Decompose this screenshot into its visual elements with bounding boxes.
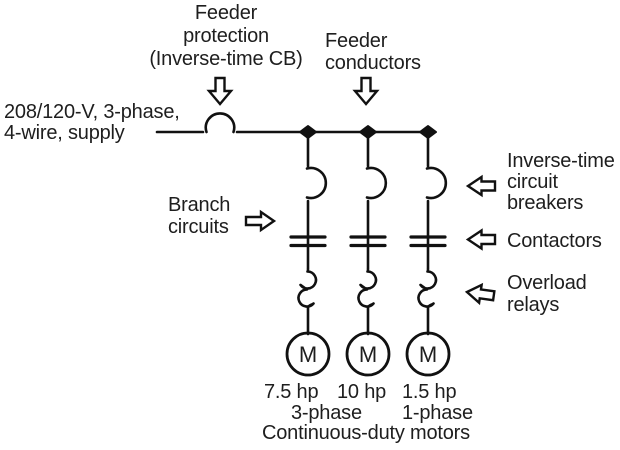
overload-line2: relays xyxy=(507,294,560,316)
breakers-line1: Inverse-time xyxy=(507,150,615,172)
breakers-line2: circuit xyxy=(507,171,558,193)
branch-2 xyxy=(345,132,391,377)
down-arrow-icon xyxy=(353,76,379,106)
branch-circuits-line1: Branch xyxy=(168,194,231,216)
supply-label: 208/120-V, 3-phase,4-wire, supply xyxy=(4,102,180,144)
left-arrow-icon xyxy=(466,229,497,250)
right-arrow-icon xyxy=(244,209,277,233)
continuous-duty-note: Continuous-duty motors xyxy=(262,422,470,444)
left-arrow-icon xyxy=(466,175,497,197)
breakers-line3: breakers xyxy=(507,192,584,214)
feeder-protection-line2: protection xyxy=(183,25,269,47)
overload-line1: Overload xyxy=(507,272,587,294)
branch-1 xyxy=(285,132,331,377)
branch-3 xyxy=(405,132,451,377)
feeder-protection-line3: (Inverse-time CB) xyxy=(149,48,303,70)
contactors-label: Contactors xyxy=(507,230,602,252)
contactors-line1: Contactors xyxy=(507,230,602,252)
down-arrow-icon xyxy=(207,76,233,106)
phase-note-left: 3-phase xyxy=(291,402,362,424)
branch-circuits-line2: circuits xyxy=(168,216,229,238)
motor-rating-2: 10 hp xyxy=(337,381,387,403)
motor-rating-3: 1.5 hp xyxy=(402,381,457,403)
feeder-protection-line1: Feeder xyxy=(194,2,258,24)
feeder-conductors-line2: conductors xyxy=(325,52,421,74)
motor-rating-1: 7.5 hp xyxy=(264,381,319,403)
motor-letter-2: M xyxy=(358,342,378,367)
motor-letter-3: M xyxy=(418,342,438,367)
phase-note-right: 1-phase xyxy=(402,402,473,424)
left-arrow-icon xyxy=(464,281,497,306)
supply-line2: 4-wire, supply xyxy=(4,122,125,144)
feeder-breaker-symbol xyxy=(204,112,236,134)
supply-line1: 208/120-V, 3-phase, xyxy=(4,101,180,123)
motor-letter-1: M xyxy=(298,342,318,367)
feeder-conductors-line1: Feeder xyxy=(325,30,388,52)
